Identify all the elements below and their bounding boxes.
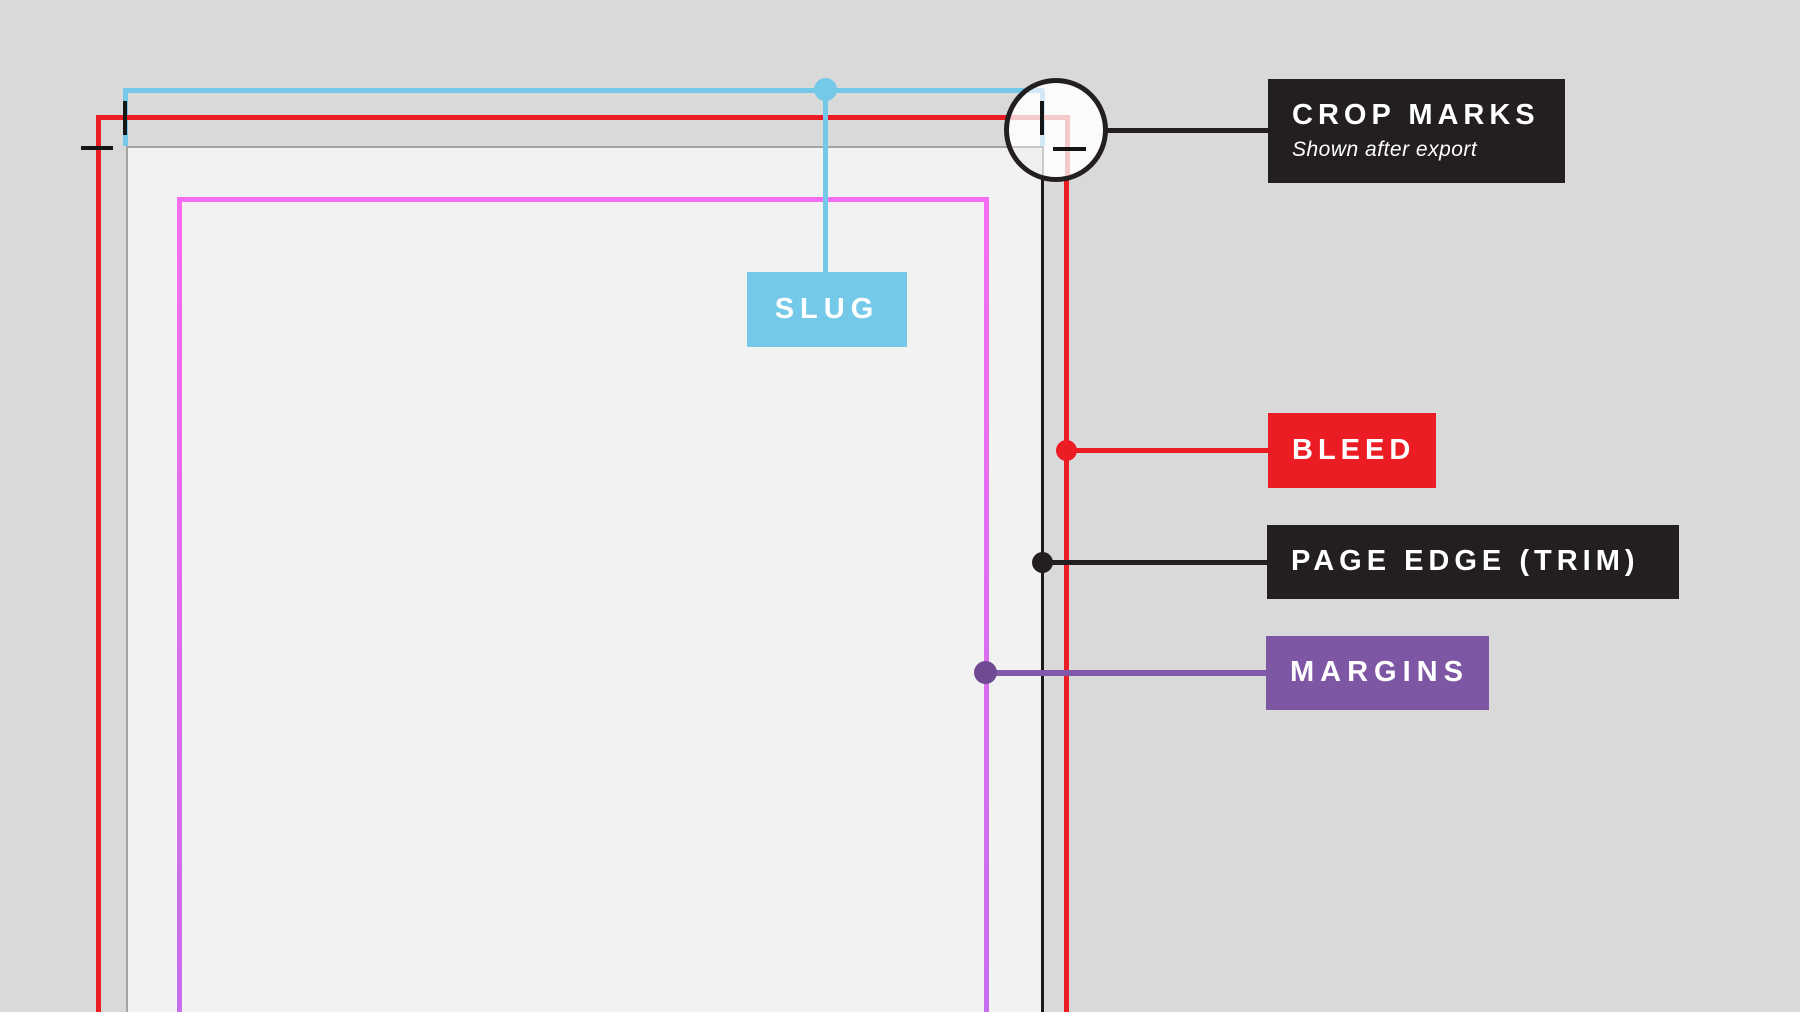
bleed-line-top (96, 115, 1064, 120)
slug-leader-line (823, 90, 828, 272)
margin-line-top (177, 197, 989, 202)
magnified-slug-line-faded (1009, 88, 1044, 93)
slug-label: SLUG (747, 272, 907, 347)
crop-marks-label-title: CROP MARKS (1292, 98, 1540, 131)
bleed-label-title: BLEED (1292, 433, 1416, 466)
bleed-line-right (1064, 132, 1069, 1012)
bleed-leader-line (1066, 448, 1268, 453)
slug-label-title: SLUG (774, 292, 880, 325)
slug-line-top (123, 88, 1063, 93)
crop-marks-leader-line (1100, 128, 1268, 133)
bleed-anchor-dot (1056, 440, 1077, 461)
page-edge-label-title: PAGE EDGE (TRIM) (1291, 545, 1640, 578)
margin-line-right (984, 197, 989, 1012)
magnified-bleed-line-faded (1009, 115, 1070, 120)
page-edge-label: PAGE EDGE (TRIM) (1267, 525, 1679, 599)
crop-marks-magnifier-circle (1004, 78, 1108, 182)
slug-anchor-dot (814, 78, 837, 101)
crop-marks-label-subtitle: Shown after export (1292, 137, 1478, 161)
page-edge-leader-line (1042, 560, 1267, 565)
margins-label-title: MARGINS (1290, 656, 1469, 689)
crop-mark-vertical-icon (123, 101, 127, 135)
crop-marks-label: CROP MARKS Shown after export (1268, 79, 1565, 183)
margin-line-left (177, 197, 182, 1012)
bleed-label: BLEED (1268, 413, 1436, 488)
magnified-page-corner (1009, 146, 1044, 177)
trim-line-right (1041, 146, 1044, 1012)
crop-mark-horizontal-icon (1053, 147, 1086, 151)
margins-label: MARGINS (1266, 636, 1489, 710)
bleed-line-left (96, 115, 101, 1012)
margins-anchor-dot (974, 661, 997, 684)
page-edge-anchor-dot (1032, 552, 1053, 573)
crop-mark-horizontal-icon (81, 146, 113, 150)
margins-leader-line (986, 670, 1266, 676)
crop-mark-vertical-icon (1040, 101, 1044, 135)
